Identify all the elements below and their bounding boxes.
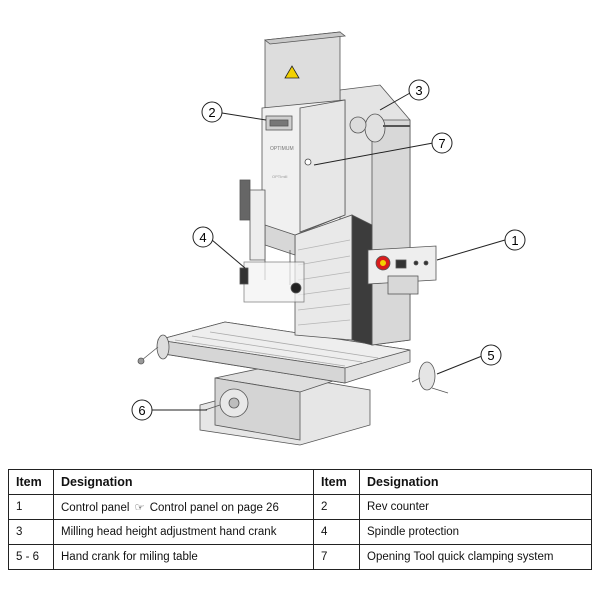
callout-3: 3 — [408, 79, 430, 101]
row-item: 3 — [8, 519, 54, 545]
row-item-2: 4 — [313, 519, 360, 545]
leader-line-2 — [221, 112, 267, 121]
header-item: Item — [8, 469, 54, 495]
callout-1: 1 — [504, 229, 526, 251]
svg-text:7: 7 — [438, 136, 445, 151]
leader-line-5 — [436, 355, 483, 375]
column-bellows — [294, 214, 373, 346]
row-item: 1 — [8, 494, 54, 520]
row-designation: Milling head height adjustment hand cran… — [53, 519, 314, 545]
page-reference-link[interactable]: Control panel on page 26 — [149, 501, 279, 514]
table-header-row: Item Designation Item Designation — [8, 469, 592, 495]
callout-5: 5 — [480, 344, 502, 366]
svg-text:6: 6 — [138, 403, 145, 418]
leader-lines — [152, 92, 506, 411]
row-designation-2: Spindle protection — [359, 519, 592, 545]
row-designation: Hand crank for miling table — [53, 544, 314, 570]
hand-pointer-icon: ☞ — [134, 501, 145, 514]
row-designation: Control panel ☞ Control panel on page 26 — [53, 494, 314, 520]
machine-model-text: OPTImill — [272, 174, 287, 179]
machine-logo-text: OPTIMUM — [270, 146, 294, 152]
callout-7: 7 — [431, 132, 453, 154]
control-panel-drawing — [367, 245, 437, 295]
row-designation-2: Opening Tool quick clamping system — [359, 544, 592, 570]
designation-text: Control panel — [61, 501, 130, 514]
spindle-guard — [239, 261, 305, 303]
parts-designation-table: Item Designation Item Designation 1 Cont… — [8, 469, 592, 570]
header-designation-2: Designation — [359, 469, 592, 495]
header-item-2: Item — [313, 469, 360, 495]
milling-machine-figure: OPTIMUM OPTImill — [131, 31, 526, 446]
leader-line-3 — [379, 92, 411, 111]
leader-line-1 — [436, 239, 506, 261]
table-row: 5 - 6 Hand crank for miling table 7 Open… — [8, 544, 592, 570]
row-item-2: 2 — [313, 494, 360, 520]
leader-line-4 — [211, 239, 246, 269]
row-designation-2: Rev counter — [359, 494, 592, 520]
callout-2: 2 — [201, 101, 223, 123]
svg-text:4: 4 — [199, 230, 206, 245]
svg-text:3: 3 — [415, 83, 422, 98]
row-item-2: 7 — [313, 544, 360, 570]
svg-text:1: 1 — [511, 233, 518, 248]
callout-6: 6 — [131, 399, 153, 421]
table-row: 1 Control panel ☞ Control panel on page … — [8, 494, 592, 520]
milling-machine-illustration: OPTIMUM OPTImill — [137, 31, 449, 446]
svg-text:2: 2 — [208, 105, 215, 120]
svg-text:5: 5 — [487, 348, 494, 363]
table-row: 3 Milling head height adjustment hand cr… — [8, 519, 592, 545]
header-designation: Designation — [53, 469, 314, 495]
callout-4: 4 — [192, 226, 214, 248]
leader-line-7 — [313, 142, 434, 166]
row-item: 5 - 6 — [8, 544, 54, 570]
